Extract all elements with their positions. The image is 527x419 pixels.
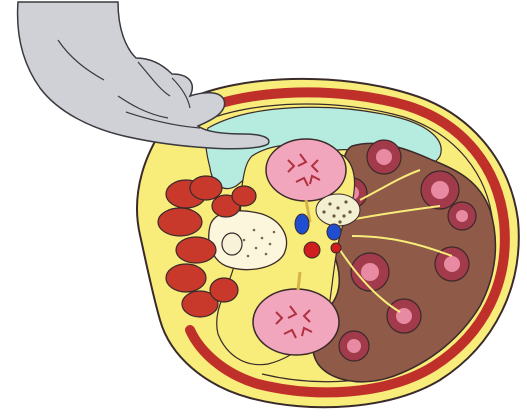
ureter-lower xyxy=(298,272,300,290)
muscle-bundle xyxy=(158,208,202,236)
kidney-lower xyxy=(253,289,339,355)
spinal-canal xyxy=(222,233,242,255)
artery-aorta xyxy=(304,242,320,258)
kidney-upper xyxy=(266,139,346,201)
artery-small xyxy=(331,243,341,253)
muscle-bundle xyxy=(232,186,256,206)
vein-left xyxy=(295,214,309,234)
muscle-bundle xyxy=(176,237,216,263)
vein-right xyxy=(327,224,341,240)
muscle-bundle xyxy=(166,264,206,292)
pancreas xyxy=(316,194,360,226)
muscle-bundle xyxy=(190,176,222,200)
muscle-bundle xyxy=(210,278,238,302)
